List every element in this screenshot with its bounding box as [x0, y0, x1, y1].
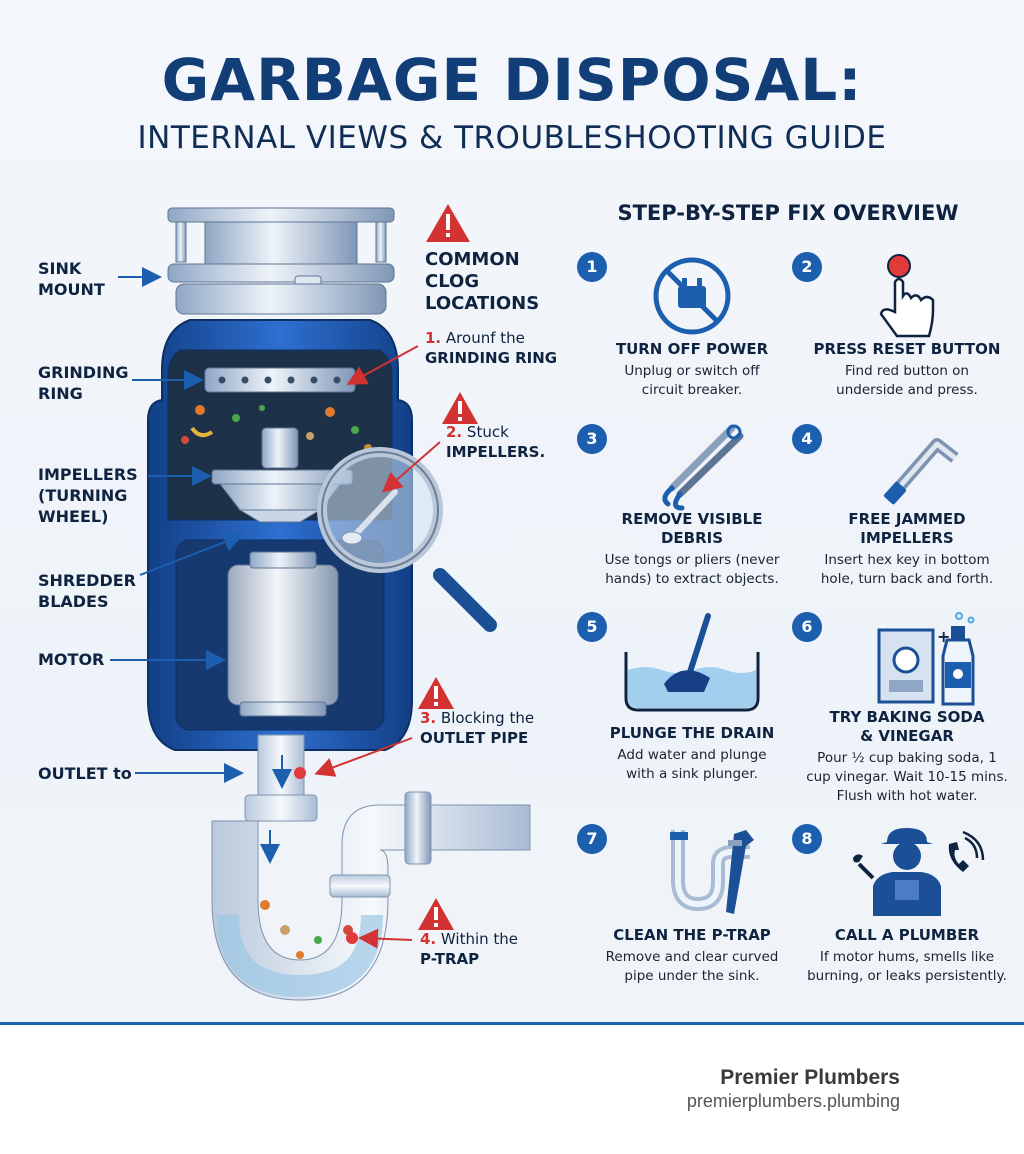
step-title: PRESS RESET BUTTON [813, 340, 1001, 358]
brand-website: premierplumbers.plumbing [686, 1091, 900, 1111]
label-sink-mount: SINK MOUNT [38, 259, 105, 299]
page-subtitle: INTERNAL VIEWS & TROUBLESHOOTING GUIDE [137, 120, 887, 156]
hex-key-icon [883, 438, 959, 505]
plumber-phone-icon [853, 828, 985, 916]
footer [0, 1025, 1024, 1154]
step-title: REMOVE VISIBLE DEBRIS [621, 510, 763, 547]
step-desc: If motor hums, smells like burning, or l… [807, 949, 1007, 984]
step-number-badge: 4 [792, 424, 822, 454]
step-desc: Pour ½ cup baking soda, 1 cup vinegar. W… [806, 750, 1008, 804]
warning-icon [418, 677, 454, 709]
step-number-badge: 6 [792, 612, 822, 642]
disposal-diagram: SINK MOUNT GRINDING RING IMPELLERS (TURN… [0, 180, 560, 1010]
impeller-plate [211, 427, 353, 523]
step-number-badge: 1 [577, 252, 607, 282]
clog-item-3: 3. Blocking the OUTLET PIPE [420, 709, 535, 747]
step-number-badge: 3 [577, 424, 607, 454]
step-desc: Use tongs or pliers (never hands) to ext… [604, 552, 780, 587]
brand-name: Premier Plumbers [720, 1066, 900, 1089]
label-motor: MOTOR [38, 650, 105, 669]
step-number-badge: 5 [577, 612, 607, 642]
clog-item-2: 2. Stuck IMPELLERS. [446, 423, 546, 461]
label-impellers: IMPELLERS (TURNING WHEEL) [38, 465, 138, 526]
step-title: CALL A PLUMBER [834, 926, 980, 944]
step-title: TRY BAKING SODA & VINEGAR [829, 708, 985, 745]
step-title: CLEAN THE P-TRAP [613, 926, 771, 944]
label-outlet: OUTLET to [38, 764, 132, 783]
warning-icon [418, 898, 454, 930]
step-desc: Unplug or switch off circuit breaker. [624, 363, 760, 398]
sink-mount-flange [167, 207, 395, 315]
step-number-badge: 7 [577, 824, 607, 854]
label-shredder-blades: SHREDDER BLADES [38, 571, 136, 611]
step-desc: Insert hex key in bottom hole, turn back… [820, 552, 994, 587]
steps-title: STEP-BY-STEP FIX OVERVIEW [617, 201, 959, 225]
magnifier [317, 447, 497, 632]
reset-button-finger-icon [879, 254, 935, 338]
grinding-ring [204, 367, 356, 393]
clog-locations-title: COMMON CLOG LOCATIONS [425, 249, 540, 314]
step-number-badge: 8 [792, 824, 822, 854]
page-title: GARBAGE DISPOSAL: [161, 46, 863, 114]
warning-icon [442, 392, 478, 424]
p-trap-wrench-icon [670, 830, 754, 914]
step-title: FREE JAMMED IMPELLERS [848, 510, 966, 547]
no-power-plug-icon [653, 257, 731, 335]
plunger-icon [624, 613, 760, 712]
step-title: PLUNGE THE DRAIN [609, 724, 775, 742]
label-grinding-ring: GRINDING RING [38, 363, 129, 403]
step-desc: Add water and plunge with a sink plunger… [617, 747, 767, 782]
warning-icon [426, 204, 470, 242]
step-desc: Find red button on underside and press. [836, 363, 978, 398]
tongs-icon [662, 424, 744, 511]
footer-divider [0, 1022, 1024, 1025]
clog-item-1: 1. Arounf the GRINDING RING [425, 329, 558, 367]
baking-soda-vinegar-icon: + [877, 612, 975, 706]
motor [227, 564, 339, 706]
step-desc: Remove and clear curved pipe under the s… [605, 949, 779, 984]
disposal-cutaway-illustration [110, 204, 531, 1001]
clog-item-4: 4. Within the P-TRAP [420, 930, 519, 968]
step-title: TURN OFF POWER [615, 340, 769, 358]
step-number-badge: 2 [792, 252, 822, 282]
